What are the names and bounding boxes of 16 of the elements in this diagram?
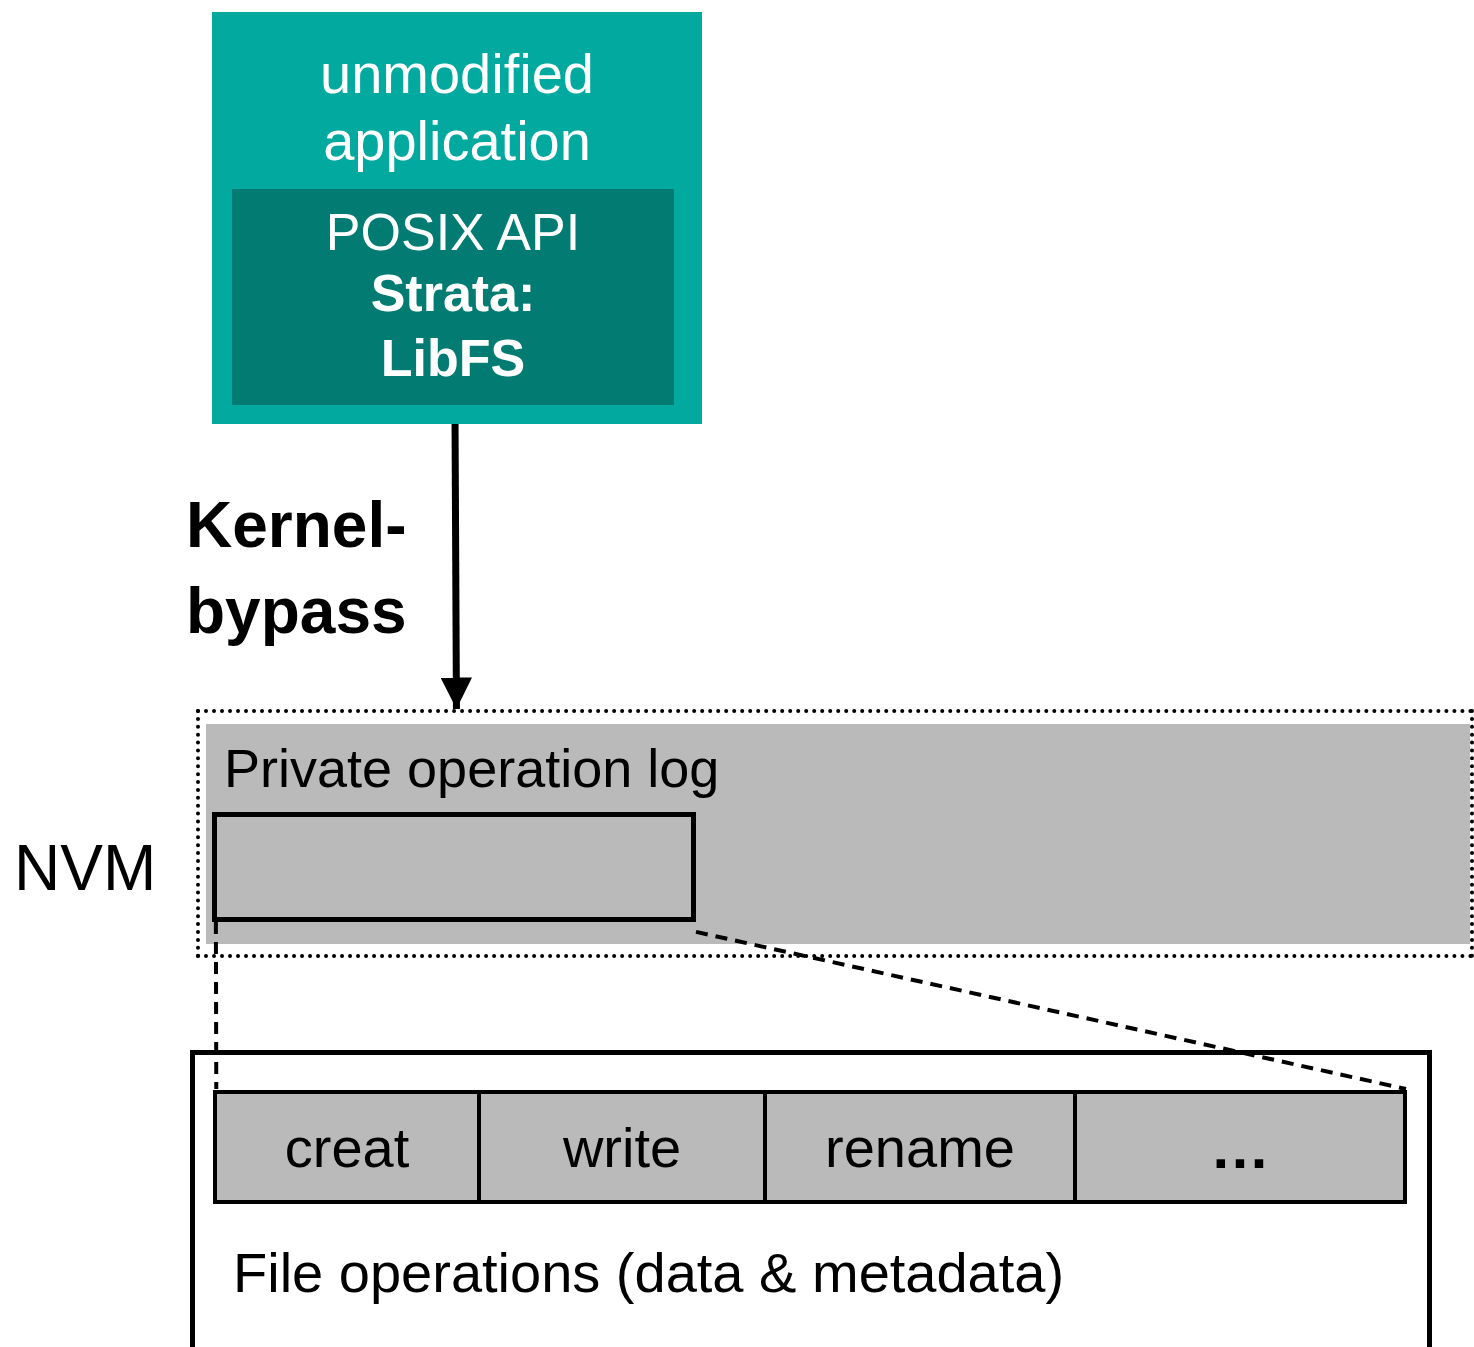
operation-cell: write — [481, 1090, 767, 1204]
label-text: File operations (data & metadata) — [233, 1240, 1066, 1306]
label-text: POSIX API — [324, 202, 582, 263]
operation-cell: … — [1077, 1090, 1407, 1204]
arrow — [440, 424, 473, 710]
library-box — [232, 189, 674, 405]
region-label: NVM — [14, 831, 157, 906]
label-text: unmodified application — [319, 41, 595, 175]
log-entry-box — [212, 812, 696, 922]
label-text: Private operation log — [224, 737, 721, 800]
file-operations-box — [190, 1050, 1432, 1347]
zoom-line — [213, 922, 219, 1089]
operation-cell: rename — [767, 1090, 1077, 1204]
operation-cell: creat — [213, 1090, 481, 1204]
label-text: Strata: LibFS — [369, 263, 537, 389]
application-box — [212, 12, 702, 424]
